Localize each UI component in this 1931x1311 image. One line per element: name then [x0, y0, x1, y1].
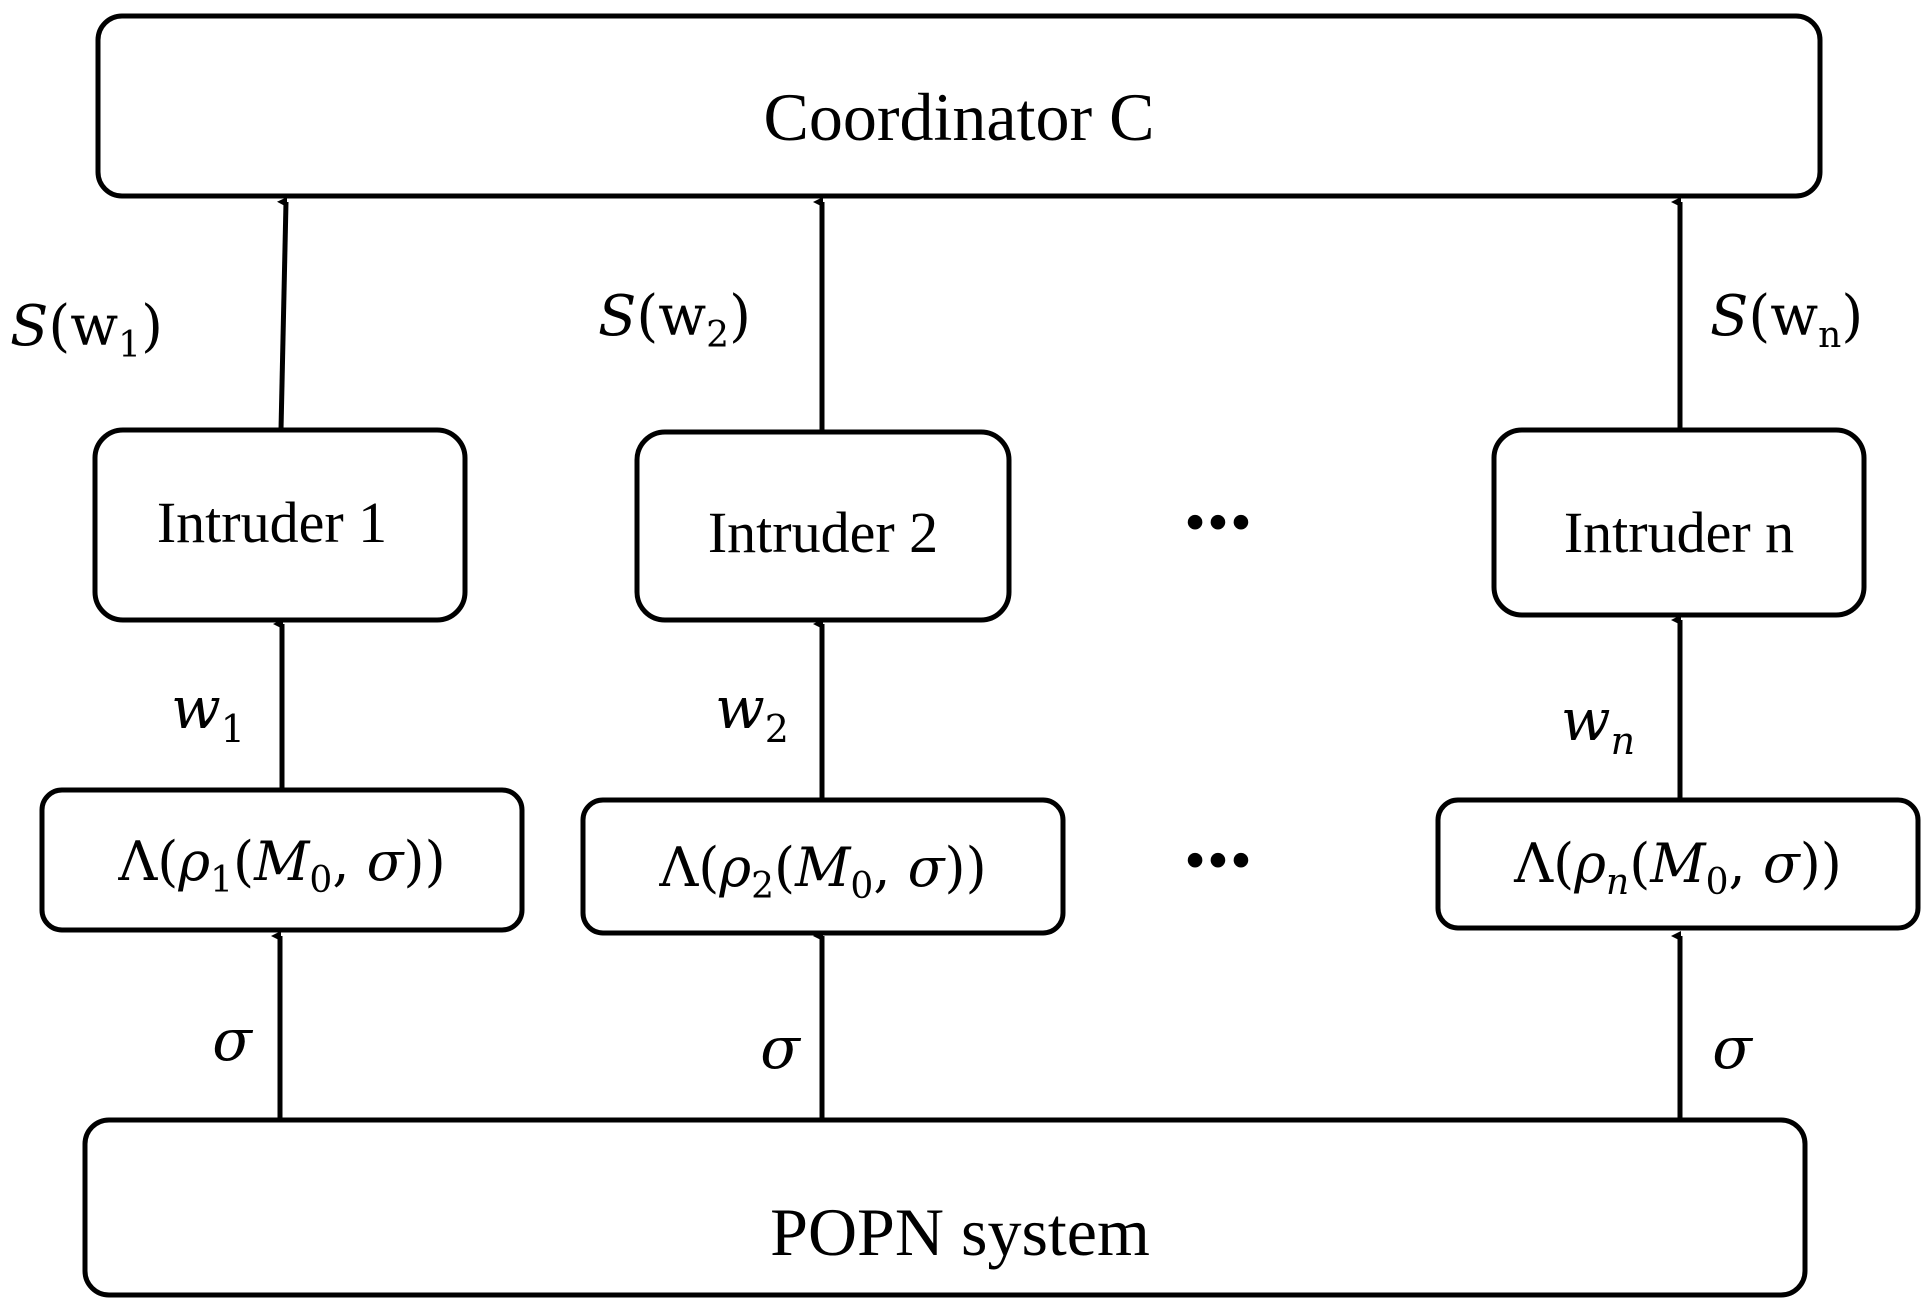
report-close-2: )	[729, 284, 751, 349]
coordinator-box	[95, 13, 1823, 199]
report-sub-n: n	[1818, 315, 1841, 356]
report-sub-2: 2	[706, 315, 729, 356]
intruder-label-n: Intruder n	[1564, 500, 1794, 565]
projection-base-2: Λ(	[658, 836, 719, 899]
popn-system-label: POPN system	[770, 1194, 1150, 1270]
projection-sep-n: ,	[1728, 832, 1762, 895]
projection-label-2: Λ(ρ2(M0, σ))	[658, 836, 986, 907]
projection-rho-2: ρ	[718, 836, 751, 899]
report-label-1: S(w1)	[10, 294, 163, 366]
observation-sub-2: 2	[765, 707, 789, 751]
projection-base-n: Λ(	[1513, 832, 1574, 895]
popn-system-node: POPN system	[82, 1117, 1808, 1298]
report-sub-1: 1	[118, 325, 141, 366]
projection-sigma-n: σ	[1763, 832, 1802, 895]
projection-m-2: M	[794, 836, 852, 899]
projection-open-2: (	[774, 836, 795, 899]
projection-label-1: Λ(ρ1(M0, σ))	[117, 830, 445, 901]
projection-m-n: M	[1649, 832, 1707, 895]
column-1: σ Λ(ρ1(M0, σ)) w1 Intruder 1 S(w1)	[10, 197, 525, 1120]
projection-m-sub-2: 0	[850, 866, 873, 907]
observation-w-n: w	[1561, 686, 1611, 754]
input-label-1: σ	[212, 1006, 253, 1074]
intruder-box-1	[92, 427, 468, 623]
coordinator-label: Coordinator C	[764, 79, 1155, 155]
intruder-label-2: Intruder 2	[708, 500, 938, 565]
projection-label-n: Λ(ρn(M0, σ))	[1513, 832, 1842, 903]
ellipsis-projections: •••	[1186, 830, 1255, 890]
projection-m-sub-1: 0	[309, 860, 332, 901]
report-label-2: S(w2)	[598, 284, 751, 356]
projection-close-2: ))	[945, 836, 987, 899]
projection-sigma-1: σ	[367, 830, 406, 893]
observation-label-2: w2	[715, 674, 789, 751]
ellipsis-intruders: •••	[1186, 492, 1255, 552]
projection-rho-n: ρ	[1573, 832, 1606, 895]
report-s-1: S	[10, 294, 48, 359]
observation-w-2: w	[715, 674, 765, 742]
observation-label-1: w1	[171, 674, 245, 751]
projection-rho-sub-1: 1	[210, 860, 233, 901]
observation-sub-n: n	[1611, 719, 1635, 763]
report-close-n: )	[1841, 284, 1863, 349]
projection-sep-1: ,	[332, 830, 366, 893]
projection-m-sub-n: 0	[1706, 862, 1729, 903]
report-s-n: S	[1710, 284, 1748, 349]
projection-open-1: (	[233, 830, 254, 893]
projection-base-1: Λ(	[117, 830, 178, 893]
projection-rho-1: ρ	[177, 830, 210, 893]
observation-label-n: wn	[1561, 686, 1635, 763]
report-open-2: (w	[636, 284, 706, 349]
report-open-1: (w	[48, 294, 118, 359]
projection-m-1: M	[253, 830, 311, 893]
popn-system-box	[82, 1117, 1808, 1298]
projection-close-1: ))	[404, 830, 446, 893]
report-close-1: )	[141, 294, 163, 359]
projection-close-n: ))	[1800, 832, 1842, 895]
projection-rho-sub-n: n	[1606, 862, 1629, 903]
projection-sep-2: ,	[873, 836, 907, 899]
observation-sub-1: 1	[221, 707, 245, 751]
arrow-intruder-to-coordinator-1	[277, 197, 289, 431]
projection-open-n: (	[1629, 832, 1650, 895]
input-label-n: σ	[1712, 1014, 1753, 1082]
report-label-n: S(wn)	[1710, 284, 1863, 356]
projection-rho-sub-2: 2	[751, 866, 774, 907]
report-open-n: (w	[1748, 284, 1818, 349]
observation-w-1: w	[171, 674, 221, 742]
column-n: σ Λ(ρn(M0, σ)) wn Intruder n S(wn)	[1435, 197, 1921, 1120]
column-2: σ Λ(ρ2(M0, σ)) w2 Intruder 2 S(w2)	[580, 197, 1066, 1120]
intruder-label-1: Intruder 1	[157, 490, 387, 555]
input-label-2: σ	[760, 1014, 801, 1082]
coordinator-node: Coordinator C	[95, 13, 1823, 199]
projection-sigma-2: σ	[908, 836, 947, 899]
report-s-2: S	[598, 284, 636, 349]
